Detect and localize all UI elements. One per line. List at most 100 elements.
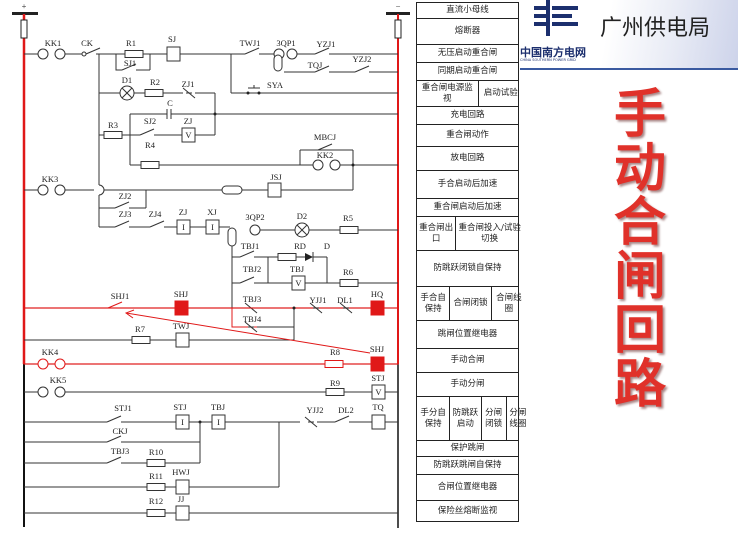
rail-plus-label: + — [22, 1, 27, 11]
label-tqj: TQJ — [308, 60, 323, 70]
wire — [314, 47, 330, 55]
legend-cell: 合闸线圈 — [496, 292, 522, 314]
label-r9: R9 — [330, 378, 340, 388]
legend-row: 熔断器 — [417, 19, 518, 45]
label-r1: R1 — [126, 38, 136, 48]
legend-cell: 重合闸启动后加速 — [433, 202, 502, 212]
wire — [121, 87, 133, 99]
negative-bus-bar — [386, 12, 410, 15]
wire — [114, 201, 130, 209]
highlight-frame — [231, 307, 295, 328]
terminal-icon — [37, 386, 49, 398]
coil-glyph: V — [375, 387, 382, 397]
resistor-icon — [339, 226, 359, 234]
label-d2: D2 — [297, 211, 307, 221]
coil-glyph: I — [211, 222, 214, 232]
label-xj: XJ — [207, 207, 217, 217]
resistor-icon — [146, 483, 166, 491]
diode-icon — [305, 253, 313, 261]
legend-cell: 同期启动重合闸 — [437, 66, 498, 76]
label-zj1: ZJ1 — [182, 79, 195, 89]
wire — [107, 301, 123, 309]
label-jsj: JSJ — [270, 172, 282, 182]
label-qp2: 3QP2 — [245, 212, 264, 222]
label-hq: HQ — [371, 289, 383, 299]
legend-row: 直流小母线 — [417, 3, 518, 19]
resistor-icon — [131, 336, 151, 344]
label-tbj2: TBJ2 — [243, 264, 261, 274]
label-zj3: ZJ3 — [119, 209, 132, 219]
label-r7: R7 — [135, 324, 145, 334]
relay-coil-icon — [175, 505, 190, 521]
wire — [334, 415, 350, 423]
relay-coil-icon — [267, 182, 282, 198]
wire — [314, 65, 330, 73]
legend-cell: 手合自保持 — [417, 287, 451, 320]
legend-row: 手分自保持防跳跃启动分闸闭锁分闸线圈 — [417, 397, 526, 441]
legend-cell: 分闸闭锁 — [482, 397, 507, 440]
coil-glyph: V — [185, 130, 192, 140]
label-r3: R3 — [108, 120, 118, 130]
label-stji: STJ — [173, 402, 187, 412]
legend-row: 保护跳闸 — [417, 441, 518, 457]
label-twj: TWJ — [173, 321, 190, 331]
label-sj: SJ — [168, 34, 177, 44]
legend-cell: 启动试验 — [483, 88, 518, 98]
coil-glyph: I — [217, 417, 220, 427]
legend-cell: 合闸位置继电器 — [437, 482, 498, 492]
legend-row: 防跳跃跳闸自保持 — [417, 457, 518, 475]
resistor-icon — [144, 89, 164, 97]
terminal-icon — [54, 48, 66, 60]
relay-coil-icon — [370, 300, 385, 316]
legend-cell: 防跳跃跳闸自保持 — [433, 460, 502, 470]
terminal-icon — [54, 184, 66, 196]
wire — [149, 220, 165, 228]
logo-org-en: CHINA SOUTHERN POWER GRID — [520, 58, 576, 62]
label-twj1: TWJ1 — [240, 38, 261, 48]
label-sj1: SJ1 — [124, 58, 136, 68]
relay-coil-icon — [175, 479, 190, 495]
legend-cell: 保险丝熔断监视 — [437, 506, 498, 516]
legend-row: 保险丝熔断监视 — [417, 501, 518, 522]
terminal-icon — [312, 159, 324, 171]
resistor-icon — [324, 360, 344, 368]
terminal-icon — [37, 358, 49, 370]
label-ck: CK — [81, 38, 94, 48]
legend-cell: 手动分闸 — [450, 379, 485, 389]
legend-row: 手合启动后加速 — [417, 171, 518, 199]
label-jj: JJ — [178, 494, 185, 504]
legend-cell: 充电回路 — [450, 110, 485, 120]
legend-cell: 直流小母线 — [446, 5, 489, 15]
terminal-icon — [249, 224, 261, 236]
legend-cell: 重合闸电源监视 — [417, 81, 479, 106]
label-zjv: ZJ — [184, 116, 193, 126]
resistor-icon — [146, 509, 166, 517]
wire — [296, 224, 308, 236]
fuse-icon — [394, 19, 402, 39]
legend-row: 无压启动重合闸 — [417, 45, 518, 63]
wire — [85, 47, 101, 55]
label-tbj1: TBJ1 — [241, 241, 259, 251]
resistor-icon — [339, 279, 359, 287]
wire — [115, 54, 122, 71]
legend-cell: 重合闸出口 — [417, 217, 457, 250]
label-tbji: TBJ — [211, 402, 226, 412]
label-tq: TQ — [372, 402, 383, 412]
coil-glyph: I — [182, 222, 185, 232]
label-tbj4: TBJ4 — [243, 314, 262, 324]
selector-switch-icon — [273, 54, 283, 72]
label-r2: R2 — [150, 77, 160, 87]
legend-row: 重合闸电源监视启动试验 — [417, 81, 518, 107]
legend-row: 手动分闸 — [417, 373, 518, 397]
label-tbj3b: TBJ3 — [111, 446, 129, 456]
relay-coil-icon — [371, 414, 386, 430]
legend-cell: 防跳跃启动 — [450, 397, 482, 440]
terminal-icon — [54, 386, 66, 398]
slide-title: 手动合闸回路 — [613, 85, 666, 415]
legend-cell: 无压启动重合闸 — [437, 48, 498, 58]
resistor-icon — [325, 388, 345, 396]
label-stjv: STJ — [371, 373, 385, 383]
relay-coil-icon — [174, 300, 189, 316]
wire — [317, 143, 333, 151]
label-kk2: KK2 — [317, 150, 334, 160]
